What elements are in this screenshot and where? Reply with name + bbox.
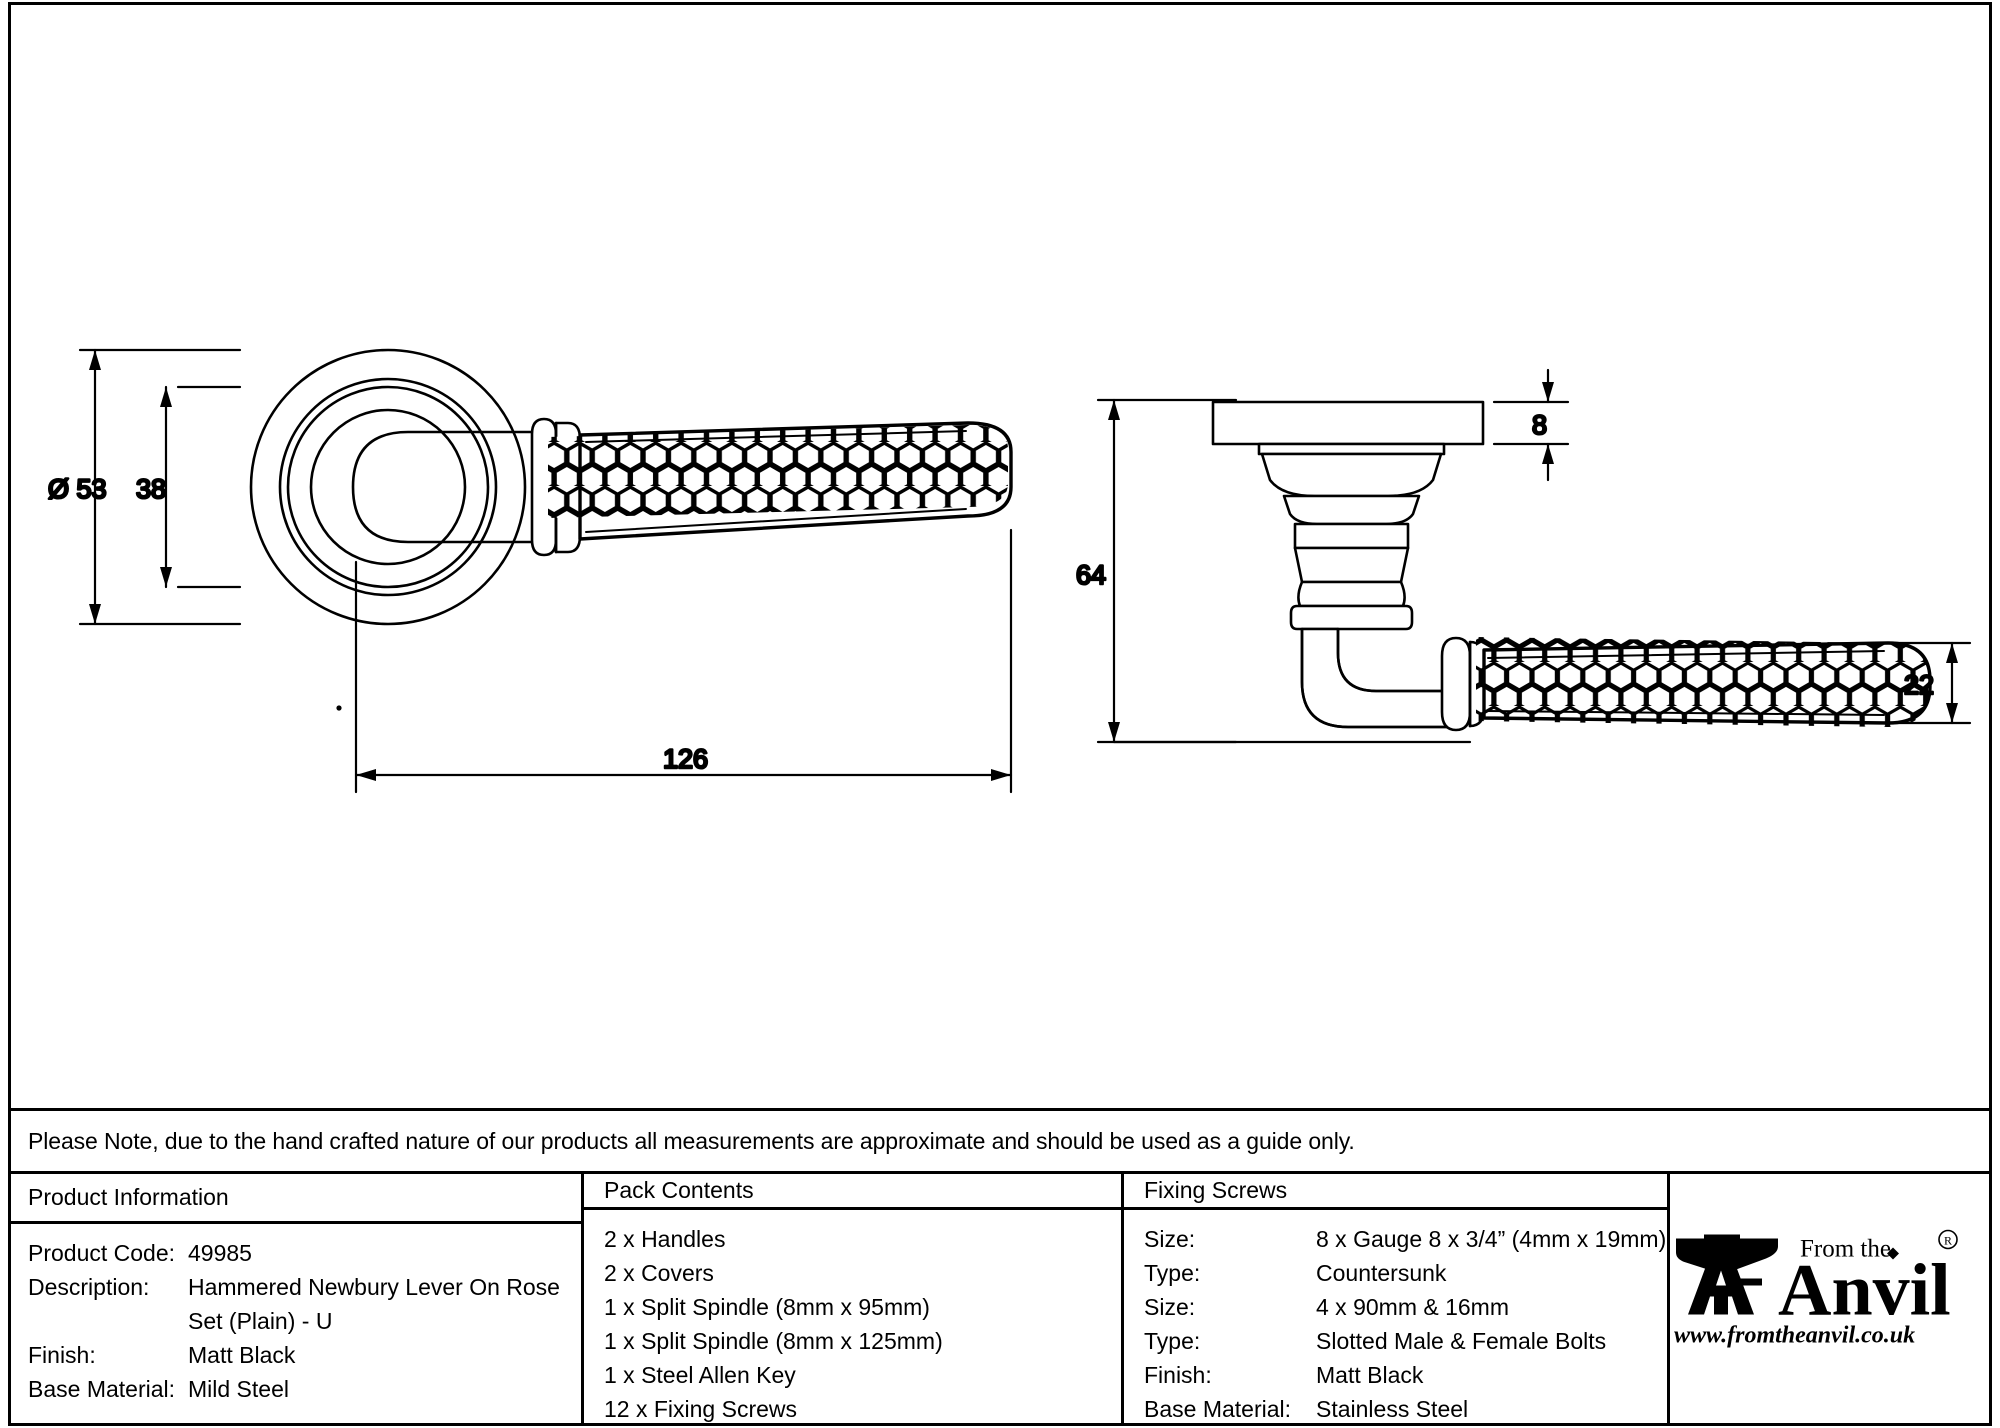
- pack-item: 2 x Handles: [604, 1226, 726, 1252]
- fixing-size-label-2: Size:: [1144, 1294, 1196, 1320]
- fixing-finish-label: Finish:: [1144, 1362, 1212, 1388]
- fixing-type-value-1: Countersunk: [1316, 1260, 1447, 1286]
- product-information-heading: Product Information: [8, 1174, 581, 1224]
- rose-plate-side: [1211, 400, 1485, 446]
- fixing-row-size-1: Size: 8 x Gauge 8 x 3/4” (4mm x 19mm): [1144, 1222, 1667, 1256]
- dim-label-lever-length: 126: [663, 744, 708, 774]
- product-row-base-material: Base Material: Mild Steel: [28, 1372, 581, 1406]
- product-finish-value: Matt Black: [188, 1342, 296, 1368]
- fixing-size-label-1: Size:: [1144, 1226, 1196, 1252]
- center-mark-dot: [336, 705, 342, 711]
- info-table: Product Information Product Code: 49985 …: [8, 1174, 1992, 1426]
- product-description-value-line2: Set (Plain) - U: [188, 1308, 333, 1334]
- product-description-label: Description:: [28, 1274, 150, 1300]
- lever-elbow-side: [1300, 627, 1458, 729]
- disclaimer-text: Please Note, due to the hand crafted nat…: [28, 1127, 1355, 1154]
- lever-neck-side: [1257, 442, 1446, 631]
- fixing-type-value-2: Slotted Male & Female Bolts: [1316, 1328, 1607, 1354]
- dim-lever-length: [354, 528, 1013, 794]
- fixing-base-material-value: Stainless Steel: [1316, 1396, 1469, 1422]
- fixing-base-material-label: Base Material:: [1144, 1396, 1292, 1422]
- product-row-code: Product Code: 49985: [28, 1236, 581, 1270]
- fixing-screws-heading: Fixing Screws: [1124, 1174, 1667, 1210]
- dim-label-lever-height: 64: [1076, 560, 1106, 590]
- dim-label-rose-diameter: Ø 53: [48, 474, 107, 504]
- fixing-type-label-1: Type:: [1144, 1260, 1201, 1286]
- fixing-row-base-material: Base Material: Stainless Steel: [1144, 1392, 1667, 1426]
- fixing-type-label-2: Type:: [1144, 1328, 1201, 1354]
- sheet-border: [8, 2, 1992, 1426]
- dim-label-lever-width: 22: [1904, 670, 1934, 700]
- fixing-row-size-2: Size: 4 x 90mm & 16mm: [1144, 1290, 1667, 1324]
- fixing-screws-body: Size: 8 x Gauge 8 x 3/4” (4mm x 19mm) Ty…: [1124, 1210, 1667, 1426]
- product-row-description-cont: Set (Plain) - U: [28, 1304, 581, 1338]
- fixing-size-value-2: 4 x 90mm & 16mm: [1316, 1294, 1509, 1320]
- product-row-finish: Finish: Matt Black: [28, 1338, 581, 1372]
- fixing-screws-column: Fixing Screws Size: 8 x Gauge 8 x 3/4” (…: [1124, 1174, 1670, 1426]
- pack-item: 1 x Split Spindle (8mm x 125mm): [604, 1328, 943, 1354]
- lever-neck-front: [351, 430, 546, 544]
- product-information-column: Product Information Product Code: 49985 …: [8, 1174, 584, 1426]
- dim-rose-inner: [160, 385, 242, 589]
- lever-blade-side: [1476, 637, 1932, 727]
- product-finish-label: Finish:: [28, 1342, 96, 1368]
- fixing-size-value-1: 8 x Gauge 8 x 3/4” (4mm x 19mm): [1316, 1226, 1667, 1252]
- pack-item: 12 x Fixing Screws: [604, 1396, 798, 1422]
- fixing-row-finish: Finish: Matt Black: [1144, 1358, 1667, 1392]
- pack-contents-column: Pack Contents 2 x Handles 2 x Covers 1 x…: [584, 1174, 1124, 1426]
- brand-logo-column: Anvil From the R www.fromtheanvil.co.uk: [1670, 1174, 1992, 1426]
- pack-item: 1 x Steel Allen Key: [604, 1362, 796, 1388]
- fixing-row-type-1: Type: Countersunk: [1144, 1256, 1667, 1290]
- disclaimer-row: Please Note, due to the hand crafted nat…: [8, 1108, 1992, 1174]
- pack-item: 2 x Covers: [604, 1260, 714, 1286]
- brand-logo: Anvil From the R www.fromtheanvil.co.uk: [1666, 1222, 1996, 1347]
- registered-icon: [1938, 1229, 1958, 1250]
- product-row-description: Description: Hammered Newbury Lever On R…: [28, 1270, 581, 1304]
- brand-wordmark-text: Anvil: [1778, 1249, 1951, 1331]
- dim-lever-width: [1884, 641, 1972, 725]
- product-code-value: 49985: [188, 1240, 252, 1266]
- product-information-body: Product Code: 49985 Description: Hammere…: [8, 1224, 581, 1426]
- fixing-finish-value: Matt Black: [1316, 1362, 1424, 1388]
- dim-label-rose-thickness: 8: [1532, 410, 1547, 440]
- brand-website-text: www.fromtheanvil.co.uk: [1674, 1322, 1915, 1347]
- product-base-material-label: Base Material:: [28, 1376, 176, 1402]
- product-description-value: Hammered Newbury Lever On Rose: [188, 1274, 560, 1300]
- dim-lever-height: [1096, 398, 1238, 744]
- technical-drawing-area: Ø 53 38: [8, 2, 1992, 1108]
- product-base-material-value: Mild Steel: [188, 1376, 289, 1402]
- rose-front-rings: [249, 348, 527, 626]
- fixing-row-type-2: Type: Slotted Male & Female Bolts: [1144, 1324, 1667, 1358]
- diamond-icon: [1887, 1247, 1899, 1260]
- brand-tagline-text: From the: [1800, 1235, 1891, 1262]
- dim-rose-diameter: [78, 348, 242, 626]
- pack-item: 1 x Split Spindle (8mm x 95mm): [604, 1294, 930, 1320]
- pack-contents-heading: Pack Contents: [584, 1174, 1121, 1210]
- pack-contents-body: 2 x Handles 2 x Covers 1 x Split Spindle…: [584, 1210, 1121, 1426]
- dim-label-rose-inner: 38: [136, 474, 166, 504]
- anvil-icon: [1676, 1234, 1778, 1315]
- registered-letter: R: [1944, 1233, 1952, 1247]
- product-code-label: Product Code:: [28, 1240, 176, 1266]
- dim-rose-thickness: [1492, 368, 1570, 482]
- lever-blade-front: [548, 421, 1013, 541]
